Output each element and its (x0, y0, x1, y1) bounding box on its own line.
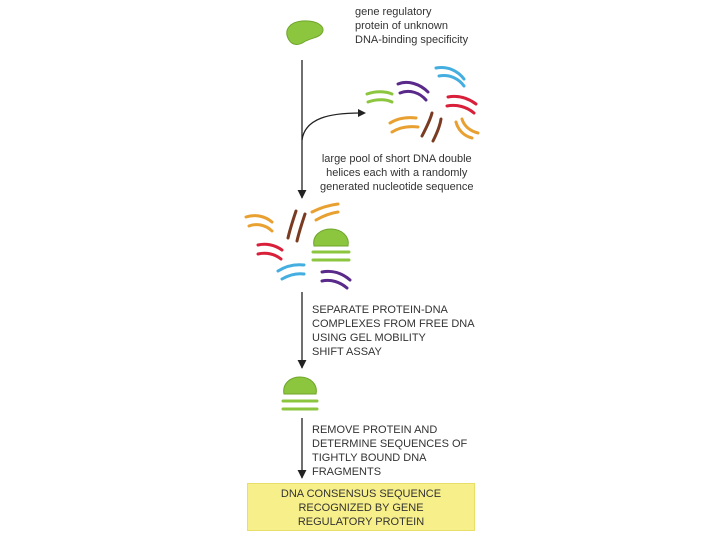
dna-fragment (396, 80, 430, 94)
protein-label: gene regulatory protein of unknown DNA-b… (355, 5, 468, 47)
dna-fragment (295, 212, 307, 243)
step-label-line: FRAGMENTS (312, 466, 382, 478)
dna-fragment (420, 111, 434, 138)
step-label-line: USING GEL MOBILITY (312, 332, 426, 344)
dna-fragment (398, 89, 428, 102)
consensus-result-box: DNA CONSENSUS SEQUENCE RECOGNIZED BY GEN… (247, 483, 475, 531)
step-label-line: SHIFT ASSAY (312, 346, 382, 358)
dna-fragment (388, 116, 418, 125)
dna-fragment (286, 209, 298, 240)
dna-fragment (256, 251, 283, 261)
dna-fragment (276, 263, 306, 273)
pool-merge-arrow (301, 112, 361, 141)
dna-fragment (320, 269, 352, 282)
dna-pool-label: large pool of short DNA double helices e… (320, 152, 474, 194)
dna-pool-label-line: large pool of short DNA double (321, 153, 472, 165)
dna-fragment (365, 90, 394, 96)
dna-fragment (434, 66, 466, 81)
dna-pool-label-line: generated nucleotide sequence (320, 181, 474, 193)
regulatory-protein-icon (286, 20, 324, 45)
dna-fragment (280, 272, 306, 281)
dna-fragment (454, 120, 474, 140)
step-label-line: TIGHTLY BOUND DNA (312, 452, 427, 464)
dna-fragment (431, 117, 443, 143)
protein-dna-mixture (244, 202, 352, 290)
dna-fragment (320, 278, 349, 290)
protein-label-line: protein of unknown (355, 20, 448, 32)
pool-arrowhead (358, 109, 366, 117)
result-label-line: DNA CONSENSUS SEQUENCE (280, 488, 442, 500)
step-label-line: REMOVE PROTEIN AND (312, 424, 438, 436)
isolated-complex-protein-icon (283, 376, 317, 395)
bound-protein-icon (313, 228, 349, 247)
dna-fragment (310, 202, 340, 214)
dna-fragment (314, 210, 340, 222)
result-label-line: REGULATORY PROTEIN (297, 516, 425, 528)
dna-fragment (445, 103, 476, 115)
consensus-result-label: DNA CONSENSUS SEQUENCE RECOGNIZED BY GEN… (248, 484, 474, 529)
dna-fragment (446, 94, 478, 106)
dna-pool-label-line: helices each with a randomly (326, 167, 468, 179)
dna-fragment (256, 242, 284, 252)
sequencing-step-label: REMOVE PROTEIN AND DETERMINE SEQUENCES O… (312, 423, 467, 479)
dna-fragment (244, 214, 274, 224)
step-label-line: DETERMINE SEQUENCES OF (312, 438, 468, 450)
protein-label-line: gene regulatory (355, 6, 432, 18)
protein-label-line: DNA-binding specificity (355, 34, 469, 46)
dna-fragment (366, 98, 394, 104)
dna-fragment (460, 117, 480, 135)
dna-fragment (247, 223, 274, 233)
dna-fragment (390, 125, 420, 134)
step-label-line: SEPARATE PROTEIN-DNA (312, 304, 448, 316)
dna-pool (365, 66, 480, 143)
step-label-line: COMPLEXES FROM FREE DNA (312, 318, 475, 330)
result-label-line: RECOGNIZED BY GENE (298, 502, 424, 514)
dna-fragment (437, 74, 466, 88)
separation-step-label: SEPARATE PROTEIN-DNA COMPLEXES FROM FREE… (312, 303, 475, 359)
